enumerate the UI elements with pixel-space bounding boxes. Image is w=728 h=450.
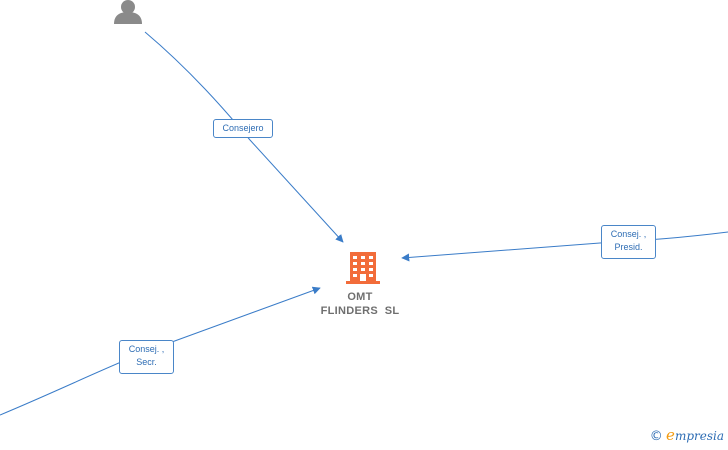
edge-right	[401, 231, 728, 262]
building-icon[interactable]	[346, 252, 380, 284]
brand-first-letter: e	[666, 426, 675, 444]
person-icon[interactable]	[114, 0, 142, 24]
company-name[interactable]: OMT FLINDERS SL	[300, 290, 420, 318]
edge-label-line2: Secr.	[136, 357, 157, 367]
edge-label-bottom-left: Consej. , Secr.	[119, 340, 174, 374]
edge-label-line1: Consej. ,	[610, 229, 647, 239]
edge-label-line1: Consejero	[222, 123, 264, 133]
company-name-line1: OMT	[347, 291, 373, 303]
edge-label-line1: Consej. ,	[128, 344, 165, 354]
company-name-line2: FLINDERS SL	[320, 305, 400, 317]
empresia-watermark: © empresia	[650, 426, 724, 444]
brand-rest: mpresia	[674, 429, 724, 443]
copyright-symbol: ©	[649, 429, 663, 444]
edge-label-line2: Presid.	[614, 242, 643, 252]
edge-label-right: Consej. , Presid.	[601, 225, 656, 259]
edge-label-top: Consejero	[213, 119, 273, 138]
